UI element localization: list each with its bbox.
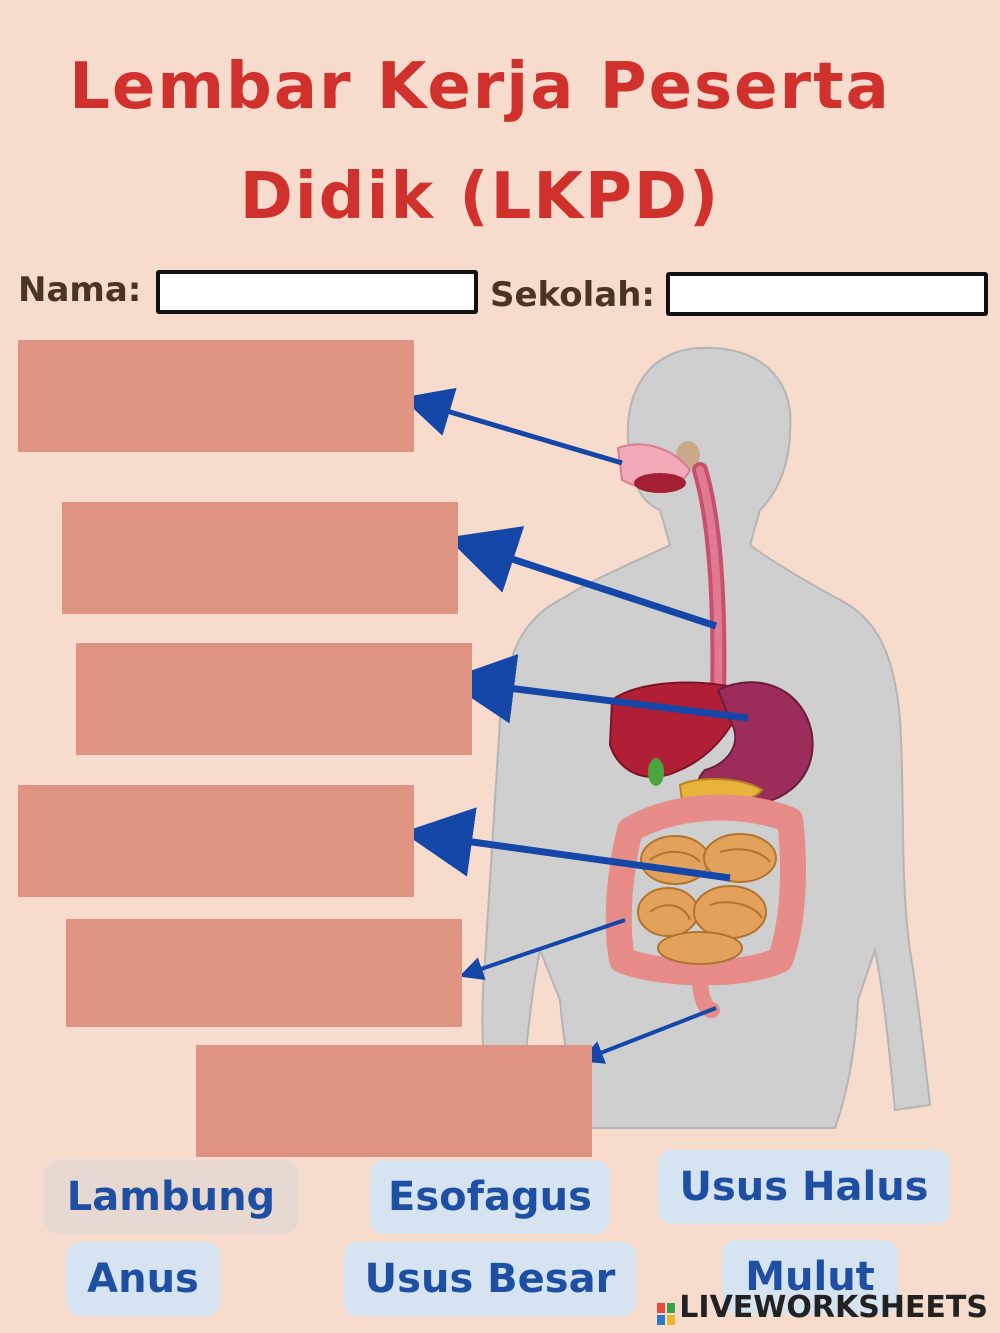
answer-box-5[interactable] <box>66 919 462 1027</box>
answer-box-3[interactable] <box>76 643 472 755</box>
answer-box-6[interactable] <box>196 1045 592 1157</box>
word-chip-esofagus[interactable]: Esofagus <box>370 1160 610 1234</box>
word-chip-usus-besar[interactable]: Usus Besar <box>344 1242 636 1316</box>
arrow-esophagus <box>500 555 716 626</box>
word-chip-anus[interactable]: Anus <box>66 1242 220 1316</box>
word-chip-lambung[interactable]: Lambung <box>44 1160 298 1234</box>
liveworksheets-watermark: LIVEWORKSHEETS <box>657 1290 988 1325</box>
arrow-stomach <box>500 687 748 718</box>
arrow-small-intestine <box>458 840 730 878</box>
answer-box-2[interactable] <box>62 502 458 614</box>
arrow-large-intestine <box>478 920 625 970</box>
answer-box-4[interactable] <box>18 785 414 897</box>
arrow-mouth <box>440 409 622 463</box>
liveworksheets-logo-icon <box>657 1298 675 1320</box>
arrow-anus <box>598 1008 716 1054</box>
watermark-text: LIVEWORKSHEETS <box>679 1290 988 1325</box>
answer-box-1[interactable] <box>18 340 414 452</box>
word-chip-usus-halus[interactable]: Usus Halus <box>658 1150 950 1224</box>
